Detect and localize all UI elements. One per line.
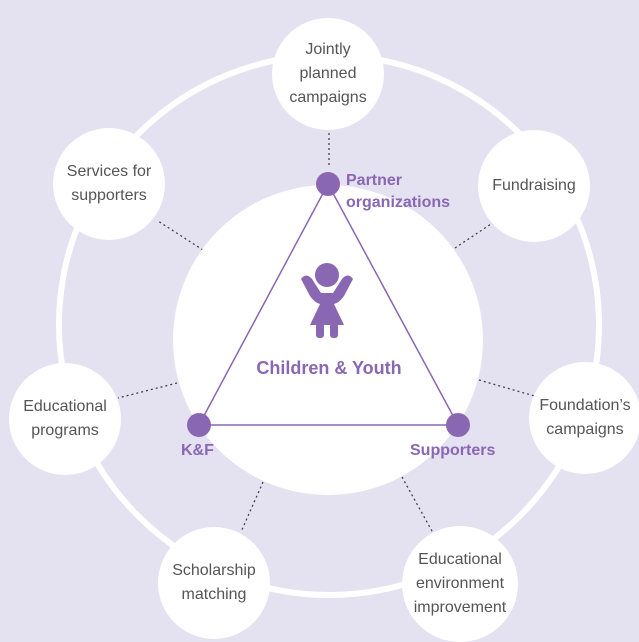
node-scholarship-matching: Scholarship matching	[158, 527, 270, 639]
relation-triangle	[197, 182, 460, 426]
node-fundraising: Fundraising	[478, 130, 590, 242]
node-services-for-supporters: Services for supporters	[53, 128, 165, 240]
node-jointly-planned-campaigns: Jointly planned campaigns	[272, 18, 384, 130]
vertex-dot-top	[316, 172, 340, 196]
child-icon	[301, 263, 353, 338]
node-educational-environment-improvement: Educational environment improvement	[402, 526, 518, 642]
label-partner-organizations: Partner organizations	[346, 172, 451, 211]
inner-circle	[173, 185, 483, 495]
connector-foundation	[478, 379, 539, 398]
label-supporters: Supporters	[410, 442, 496, 459]
node-educational-programs: Educational programs	[9, 363, 121, 475]
connector-programs	[117, 382, 178, 399]
node-foundation-campaigns: Foundation’s campaigns	[529, 362, 639, 474]
connector-environment	[401, 476, 434, 534]
vertex-dot-right	[446, 413, 470, 437]
connector-services	[157, 220, 204, 251]
vertex-dot-left	[187, 413, 211, 437]
center-title: Children & Youth	[256, 358, 402, 378]
connector-scholarship	[240, 481, 264, 533]
label-kf: K&F	[181, 442, 214, 459]
connectors	[117, 98, 539, 534]
